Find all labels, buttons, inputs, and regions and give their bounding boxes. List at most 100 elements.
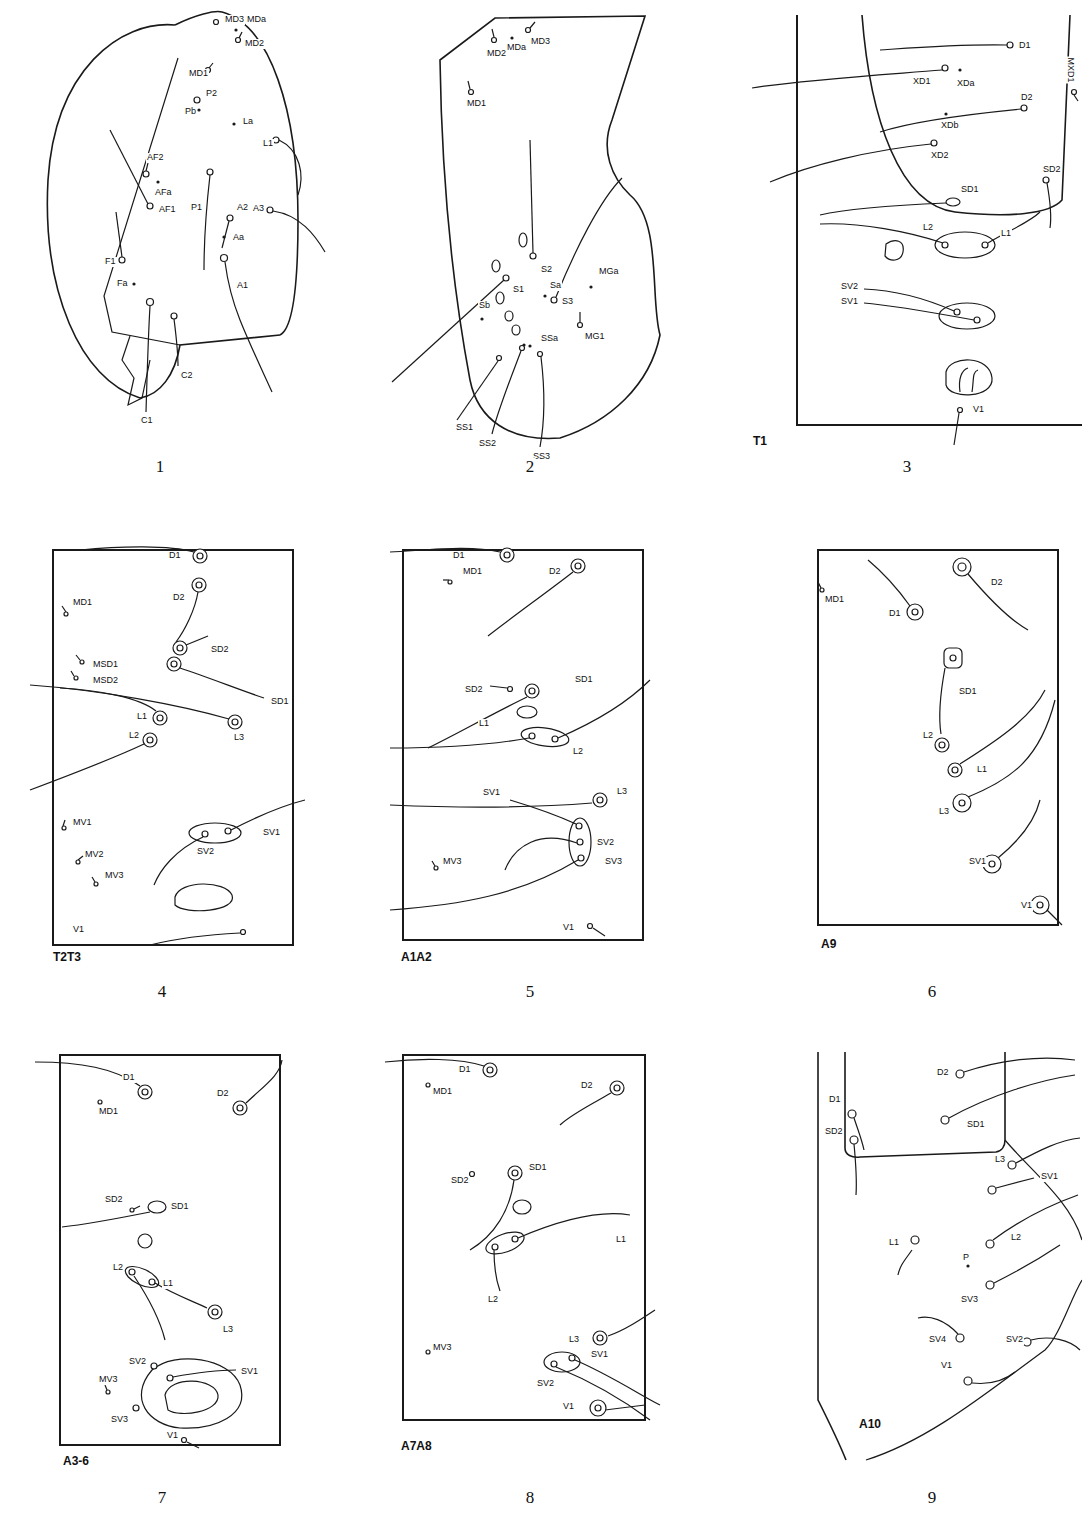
seta-label: SV1 xyxy=(240,1367,259,1377)
seta-label: SV1 xyxy=(1040,1172,1059,1182)
panel-number: 8 xyxy=(525,1489,536,1508)
seta-label: SD2 xyxy=(824,1127,844,1137)
seta-label: L1 xyxy=(262,139,274,149)
seta-label: MD1 xyxy=(188,69,209,79)
seta-label: SV2 xyxy=(1005,1335,1024,1345)
seta-label: MSD2 xyxy=(92,676,119,686)
seta-label: V1 xyxy=(72,925,85,935)
seta-label: SV3 xyxy=(604,857,623,867)
seta-label: MD3 xyxy=(530,37,551,47)
seta-label: D1 xyxy=(452,551,466,561)
seta-label: D1 xyxy=(888,609,902,619)
seta-label: L2 xyxy=(128,731,140,741)
head-lateral-view xyxy=(392,16,660,447)
seta-label: SV2 xyxy=(128,1357,147,1367)
seta-label: SD2 xyxy=(450,1176,470,1186)
seta-label: S3 xyxy=(561,297,574,307)
seta-label: SD2 xyxy=(210,645,230,655)
seta-label: P1 xyxy=(190,203,203,213)
seta-label: L2 xyxy=(112,1263,124,1273)
seta-label: D1 xyxy=(122,1073,136,1083)
seta-label: SV1 xyxy=(840,297,859,307)
seta-label: MD3 xyxy=(224,15,245,25)
seta-label: SD2 xyxy=(464,685,484,695)
seta-label: MD1 xyxy=(462,567,483,577)
seta-label: Sb xyxy=(478,301,491,311)
panel-tag: A3-6 xyxy=(62,1455,90,1468)
seta-label: A1 xyxy=(236,281,249,291)
seta-label: C1 xyxy=(140,416,154,426)
seta-label: F1 xyxy=(104,257,117,267)
seta-label: MDa xyxy=(506,43,527,53)
seta-label: MD1 xyxy=(824,595,845,605)
seta-label: MD2 xyxy=(486,49,507,59)
seta-label: A2 xyxy=(236,203,249,213)
seta-label: L3 xyxy=(616,787,628,797)
seta-label: P2 xyxy=(205,89,218,99)
seta-label: MDa xyxy=(246,15,267,25)
panel-number: 6 xyxy=(927,983,938,1002)
seta-label: L3 xyxy=(938,807,950,817)
seta-label: SV2 xyxy=(536,1379,555,1389)
seta-label: SV1 xyxy=(482,788,501,798)
seta-label: D2 xyxy=(1020,93,1034,103)
seta-label: D1 xyxy=(828,1095,842,1105)
seta-label: SSa xyxy=(540,334,559,344)
seta-label: MD1 xyxy=(466,99,487,109)
panel-number: 3 xyxy=(902,458,913,477)
seta-label: XDa xyxy=(956,79,976,89)
seta-label: SV2 xyxy=(196,847,215,857)
panel-number: 4 xyxy=(157,983,168,1002)
seta-label: L3 xyxy=(994,1155,1006,1165)
seta-label: SV2 xyxy=(840,282,859,292)
seta-label: SV1 xyxy=(262,828,281,838)
seta-label: MG1 xyxy=(584,332,606,342)
panel-tag: A10 xyxy=(858,1418,882,1431)
seta-label: D2 xyxy=(580,1081,594,1091)
seta-label: L1 xyxy=(1000,229,1012,239)
seta-label: C2 xyxy=(180,371,194,381)
seta-label: SV1 xyxy=(590,1350,609,1360)
seta-label: L1 xyxy=(888,1238,900,1248)
seta-label: D2 xyxy=(172,593,186,603)
seta-label: L2 xyxy=(922,731,934,741)
panel-tag: A7A8 xyxy=(400,1440,433,1453)
seta-label: P xyxy=(962,1253,970,1263)
seta-label: MV3 xyxy=(432,1343,453,1353)
seta-label: MD2 xyxy=(244,39,265,49)
seta-label: MV3 xyxy=(98,1375,119,1385)
abdominal-segments-3-6-map xyxy=(35,1055,282,1448)
seta-label: V1 xyxy=(562,1402,575,1412)
seta-label: SD1 xyxy=(170,1202,190,1212)
seta-label: SD1 xyxy=(958,687,978,697)
seta-label: XD1 xyxy=(912,77,932,87)
seta-label: Aa xyxy=(232,233,245,243)
seta-label: Fa xyxy=(116,279,129,289)
seta-label: AF1 xyxy=(158,205,177,215)
seta-label: SV3 xyxy=(110,1415,129,1425)
seta-label: SV1 xyxy=(968,857,987,867)
seta-label: SV2 xyxy=(596,838,615,848)
seta-label: D2 xyxy=(216,1089,230,1099)
seta-label: SV3 xyxy=(960,1295,979,1305)
prothorax-map xyxy=(752,15,1082,445)
seta-label: D1 xyxy=(1018,41,1032,51)
panel-number: 2 xyxy=(525,458,536,477)
panel-tag: A1A2 xyxy=(400,951,433,964)
seta-label: MV1 xyxy=(72,818,93,828)
seta-label: SD1 xyxy=(528,1163,548,1173)
seta-label: L3 xyxy=(222,1325,234,1335)
seta-label: V1 xyxy=(166,1431,179,1441)
abdominal-segment-10-map xyxy=(818,1052,1082,1460)
seta-label: XD2 xyxy=(930,151,950,161)
seta-label: L2 xyxy=(572,747,584,757)
seta-label: V1 xyxy=(940,1361,953,1371)
panel-number: 5 xyxy=(525,983,536,1002)
seta-label: L1 xyxy=(136,712,148,722)
seta-label: SD2 xyxy=(104,1195,124,1205)
seta-label: SD1 xyxy=(966,1120,986,1130)
seta-label: A3 xyxy=(252,204,265,214)
seta-label: MGa xyxy=(598,267,620,277)
seta-label: XDb xyxy=(940,121,960,131)
seta-label: MD1 xyxy=(72,598,93,608)
